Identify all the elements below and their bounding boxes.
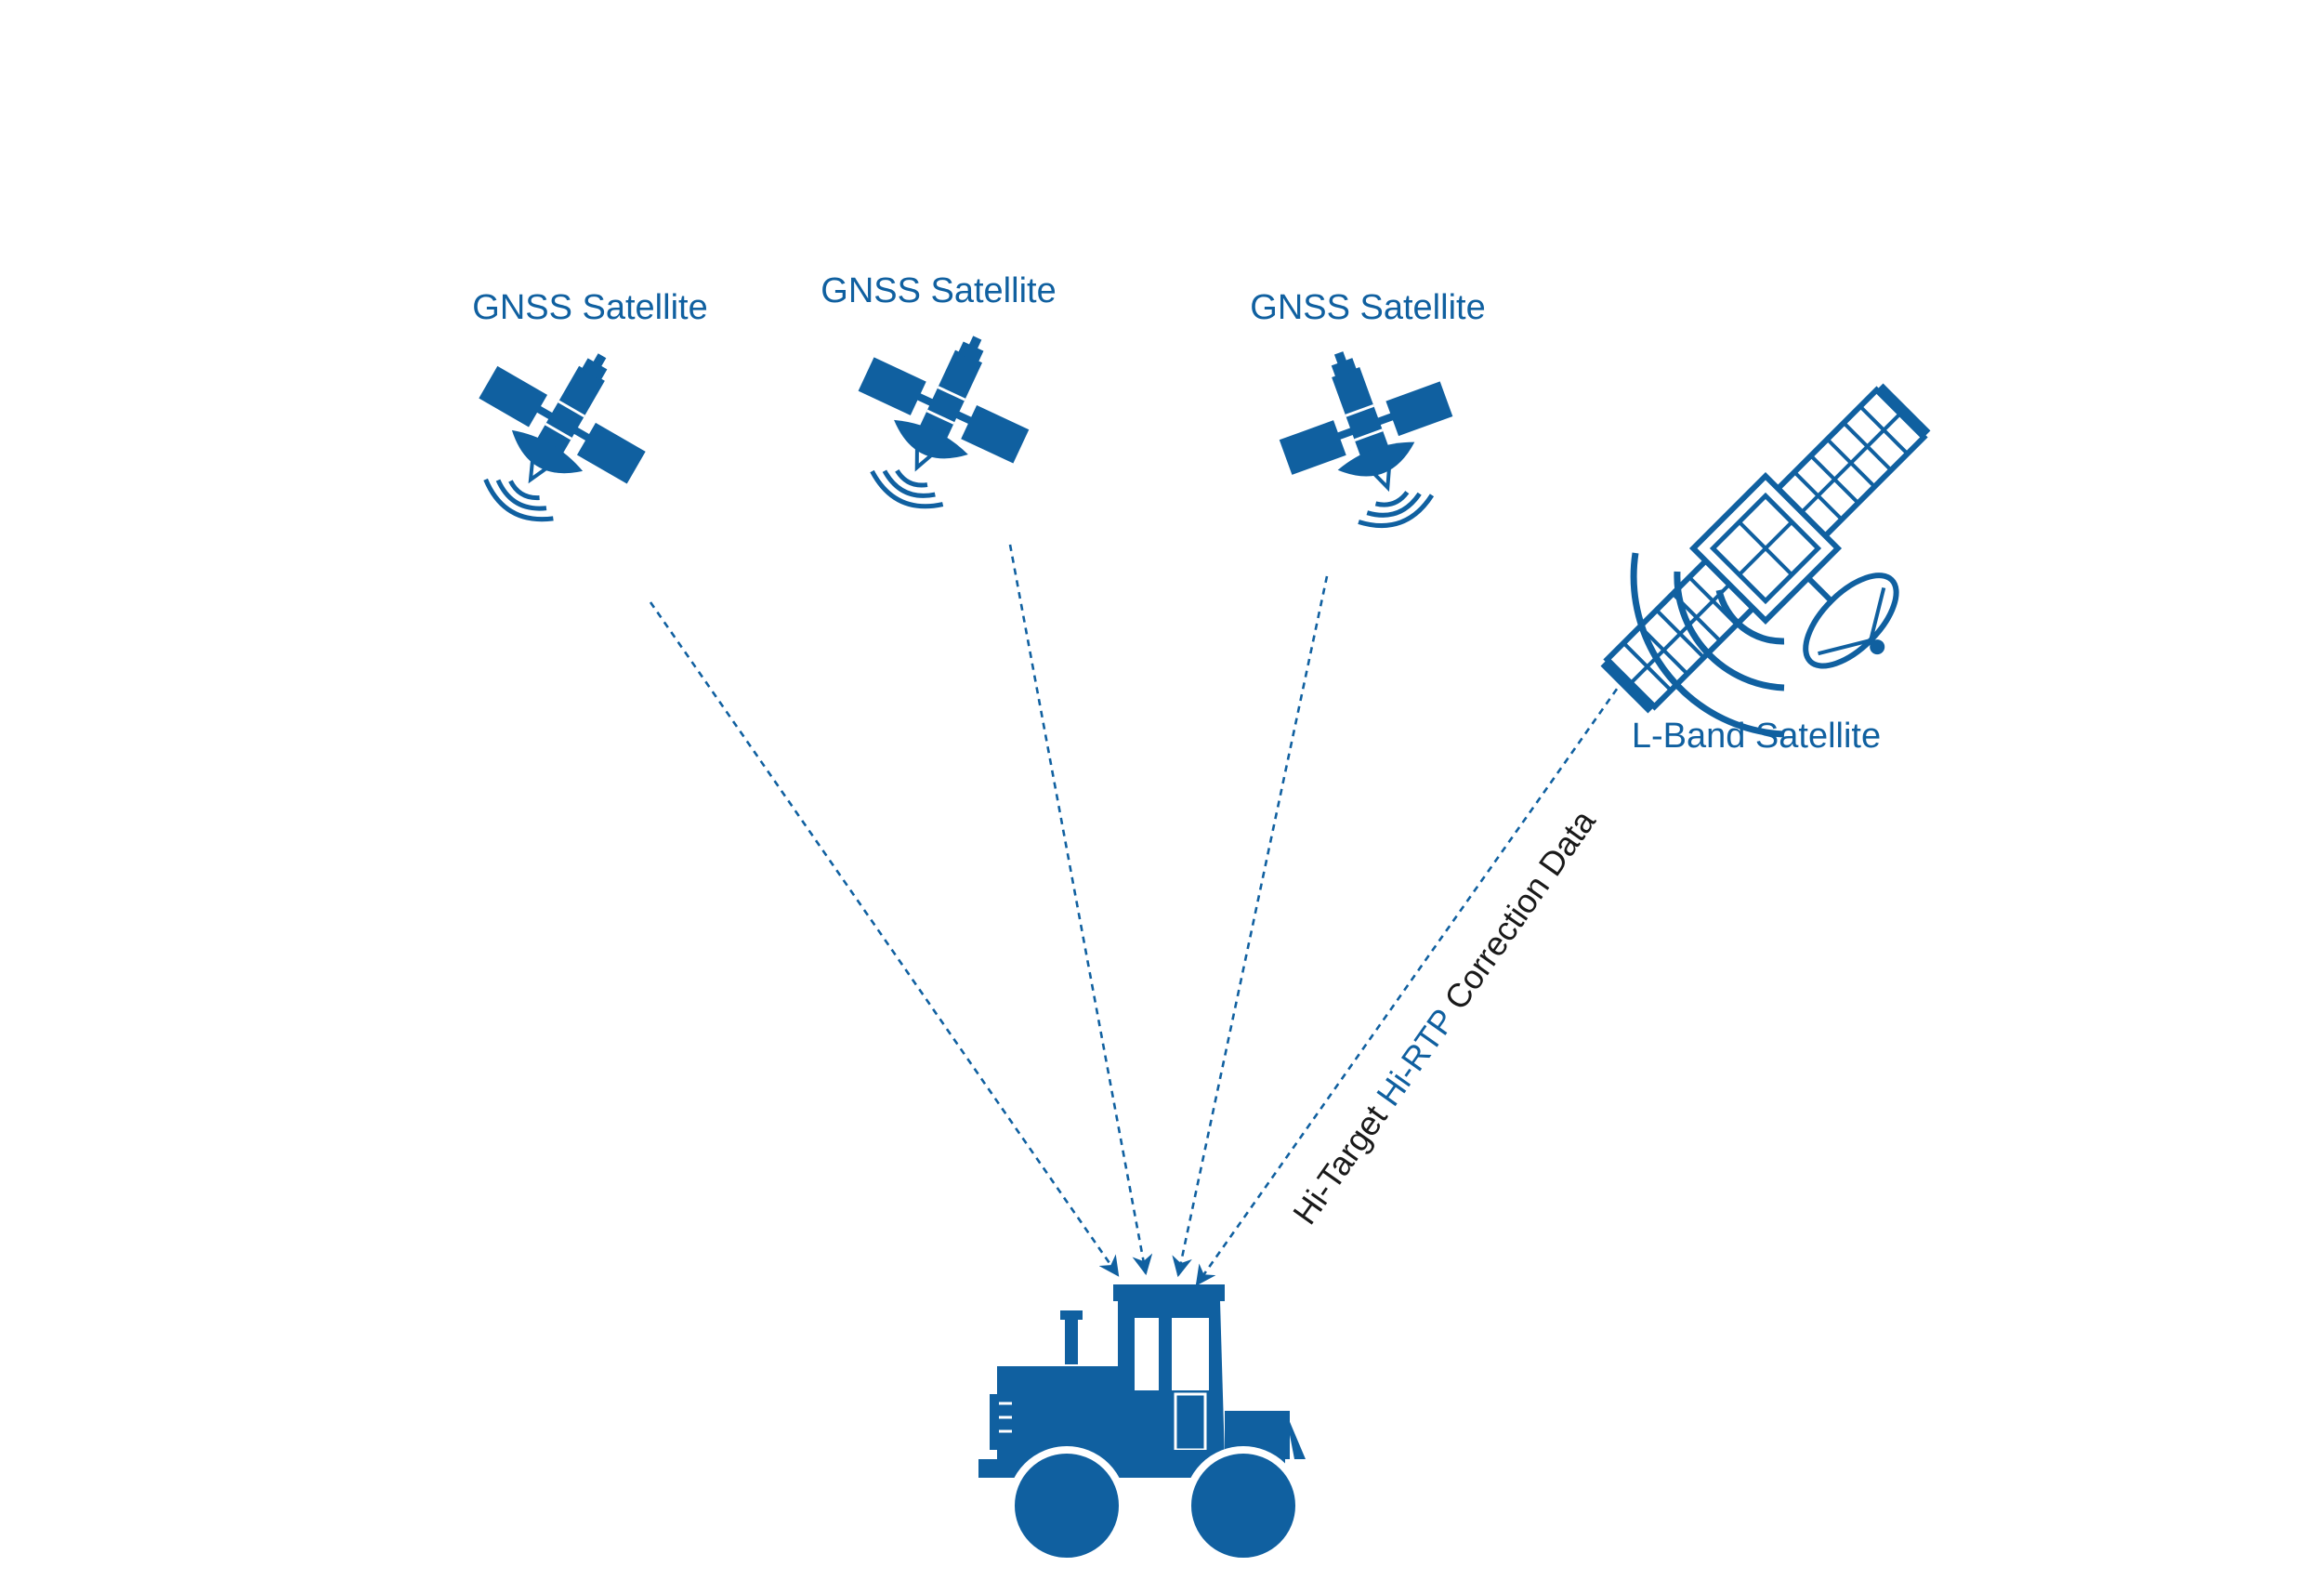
correction-highlight: Hi-RTP <box>1369 1002 1463 1112</box>
satellite-label: GNSS Satellite <box>1250 288 1485 327</box>
gnss-beam-3 <box>1172 575 1329 1278</box>
gnss-satellite-icon <box>1258 323 1480 551</box>
gnss-satellite-1: GNSS Satellite <box>438 288 708 555</box>
satellite-label: GNSS Satellite <box>821 271 1056 310</box>
correction-suffix: Correction Data <box>1431 802 1603 1024</box>
satellite-label: GNSS Satellite <box>472 288 707 327</box>
gnss-satellite-icon <box>438 313 676 555</box>
gnss-satellite-icon <box>823 302 1055 538</box>
correction-data-label: Hi-Target Hi-RTP Correction Data <box>1285 802 1603 1231</box>
gnss-beam-1 <box>649 601 1120 1277</box>
lband-beam <box>1195 668 1633 1286</box>
lband-satellite: L-Band Satellite <box>1588 371 2017 800</box>
gnss-satellite-2: GNSS Satellite <box>821 271 1056 537</box>
satellite-label: L-Band Satellite <box>1632 717 1881 756</box>
correction-prefix: Hi-Target <box>1285 1090 1399 1231</box>
tractor-icon <box>978 1284 1306 1561</box>
gnss-beam-2 <box>1008 544 1153 1276</box>
gnss-satellite-3: GNSS Satellite <box>1250 288 1486 552</box>
